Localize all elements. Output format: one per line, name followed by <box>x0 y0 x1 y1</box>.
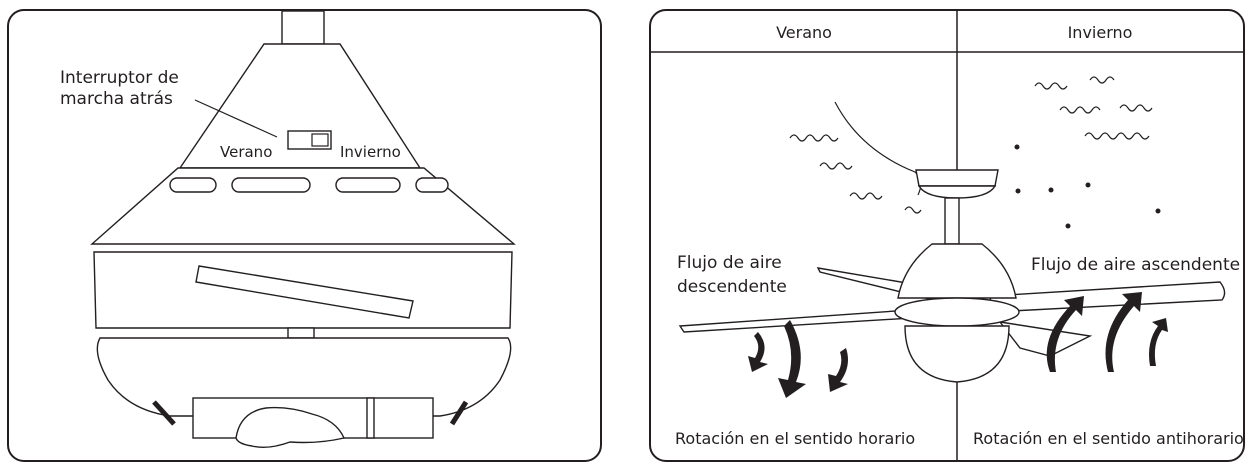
summer-label: Verano <box>220 143 272 161</box>
switch-label-leader <box>194 99 278 138</box>
curved-arrow-up-icon <box>1046 296 1084 372</box>
fan-canopy <box>915 169 999 187</box>
rotation-counterclockwise-label: Rotación en el sentido antihorario <box>973 429 1244 448</box>
dust-particles <box>1014 144 1161 229</box>
fan-motor <box>897 243 1017 299</box>
switch-label-line1: Interruptor de <box>60 68 179 88</box>
downrod <box>281 10 325 45</box>
downflow-label-line1: Flujo de aire <box>677 253 782 273</box>
wavy-air-icon <box>1059 106 1101 114</box>
left-panel: Interruptor de marcha atrás Verano Invie… <box>7 9 602 462</box>
wavy-air-icon <box>1119 104 1153 112</box>
rotation-clockwise-label: Rotación en el sentido horario <box>675 429 915 448</box>
fan-blade <box>989 281 1226 313</box>
downflow-label-line2: descendente <box>677 277 787 297</box>
curved-arrow-down-icon <box>748 332 768 372</box>
blade-iron <box>195 265 414 319</box>
wavy-air-icon <box>904 206 922 214</box>
wavy-air-icon <box>819 162 853 170</box>
housing-neck <box>287 327 315 339</box>
vent-slot <box>335 177 401 193</box>
wavy-air-icon <box>1084 132 1150 140</box>
header-winter: Invierno <box>1068 23 1133 42</box>
vent-slot <box>231 177 311 193</box>
winter-label: Invierno <box>340 143 401 161</box>
fan-light-globe <box>904 325 1010 383</box>
upflow-label: Flujo de aire ascendente <box>1031 255 1240 275</box>
fan-downrod <box>944 197 960 245</box>
header-summer: Verano <box>776 23 832 42</box>
curved-arrow-up-icon <box>1149 318 1168 366</box>
light-kit-bowl <box>96 337 512 417</box>
curved-arrow-down-icon <box>828 348 848 392</box>
wavy-air-icon <box>1089 76 1115 84</box>
curved-arrow-down-icon <box>778 320 806 398</box>
right-panel: Verano Invierno <box>649 9 1245 462</box>
wavy-air-icon <box>849 192 883 200</box>
vent-slot <box>415 177 449 193</box>
switch-label-line2: marcha atrás <box>60 89 173 109</box>
curved-arrow-up-icon <box>1105 292 1142 372</box>
bracket-right <box>449 400 469 426</box>
glass-bowl <box>235 406 345 449</box>
fan-motor-ring <box>894 297 1020 327</box>
fitter-ring <box>366 397 375 439</box>
bracket-left <box>152 400 176 426</box>
wavy-air-icon <box>789 134 839 142</box>
reverse-switch-slider[interactable] <box>311 133 329 147</box>
wavy-air-icon <box>1034 82 1068 90</box>
vent-slot <box>169 177 217 193</box>
